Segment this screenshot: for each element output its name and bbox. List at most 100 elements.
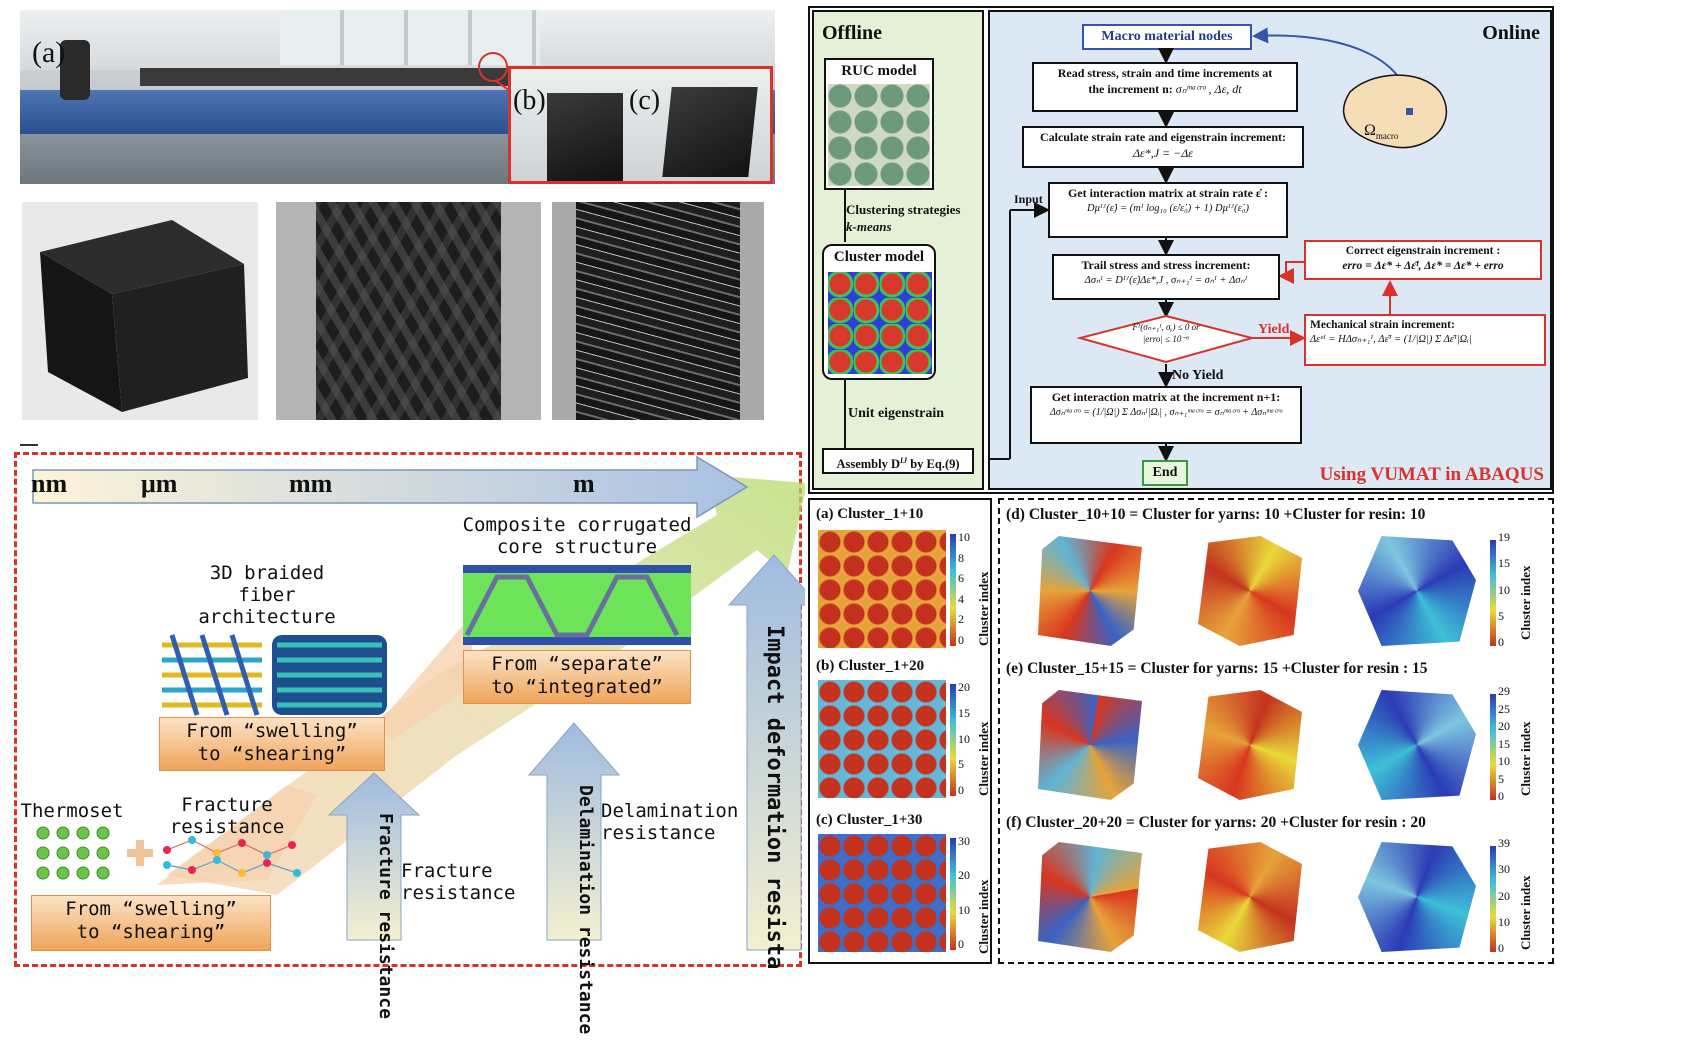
cluster-f-cube-2 bbox=[1198, 842, 1302, 952]
delamination-resistance: Delamination resistance bbox=[601, 800, 739, 844]
cluster-e-cube-2 bbox=[1198, 690, 1302, 800]
input-label: Input bbox=[1014, 192, 1043, 206]
multiscale-panel: nm μm mm m Composite corrugated core str… bbox=[14, 452, 805, 1035]
flowchart-panel: Offline RUC model Clustering strategies … bbox=[808, 6, 1554, 494]
cluster-model-image bbox=[828, 272, 932, 374]
interaction-n1-box: Get interaction matrix at the increment … bbox=[1030, 386, 1302, 444]
kmeans-label: k-means bbox=[846, 219, 892, 234]
scale-unit-mm: mm bbox=[289, 469, 333, 498]
braided-box: From “swelling” to “shearing” bbox=[159, 717, 385, 771]
cluster-b-map bbox=[818, 680, 946, 798]
impact-arrow bbox=[727, 554, 805, 951]
thermoset-box: From “swelling” to “shearing” bbox=[31, 895, 271, 951]
cluster-d-cube-1 bbox=[1038, 536, 1142, 646]
no-yield-label: No Yield bbox=[1172, 368, 1224, 383]
cluster-c-label: (c) Cluster_1+30 bbox=[816, 812, 923, 828]
scale-unit-nm: nm bbox=[31, 469, 68, 498]
offline-title: Offline bbox=[822, 22, 882, 44]
corrugated-core-graphic bbox=[463, 565, 691, 645]
cluster-f-label: (f) Cluster_20+20 = Cluster for yarns: 2… bbox=[1006, 814, 1426, 831]
corrugated-box: From “separate” to “integrated” bbox=[463, 650, 691, 704]
damaged-texture-photo bbox=[552, 202, 764, 420]
assembly-box: Assembly DIJ by Eq.(9) bbox=[822, 448, 974, 474]
clustering-label: Clustering strategies bbox=[846, 202, 961, 217]
braided-title: 3D braided fiber architecture bbox=[198, 562, 336, 628]
cluster-a-axis-label: Cluster index bbox=[976, 571, 991, 646]
read-stress-box: Read stress, strain and time increments … bbox=[1032, 62, 1298, 112]
corrugated-title: Composite corrugated core structure bbox=[462, 514, 692, 558]
ruc-model-label: RUC model bbox=[841, 63, 917, 79]
scale-unit-m: m bbox=[573, 469, 595, 498]
highlight-circle bbox=[478, 52, 508, 82]
cluster-c-map bbox=[818, 834, 946, 952]
cluster-b-colorbar bbox=[950, 684, 956, 796]
vumat-label: Using VUMAT in ABAQUS bbox=[1319, 464, 1544, 485]
cluster-d-label: (d) Cluster_10+10 = Cluster for yarns: 1… bbox=[1006, 506, 1426, 523]
thermoset-label: Thermoset bbox=[20, 800, 124, 822]
cluster-a-label: (a) Cluster_1+10 bbox=[816, 506, 924, 522]
specimen-c bbox=[662, 87, 758, 177]
cluster-f-colorbar bbox=[1490, 846, 1496, 952]
cluster-right-panel: (d) Cluster_10+10 = Cluster for yarns: 1… bbox=[998, 498, 1554, 964]
cluster-e-colorbar bbox=[1490, 694, 1496, 800]
end-box: End bbox=[1142, 460, 1188, 486]
cluster-d-cube-2 bbox=[1198, 536, 1302, 646]
cluster-f-cube-3 bbox=[1358, 842, 1476, 952]
fracture-arrow-text: Fracture resistance bbox=[375, 813, 396, 1019]
delamination-arrow-text: Delamination resistance bbox=[575, 785, 596, 1035]
fracture-resistance-top: Fracture resistance bbox=[169, 794, 285, 838]
yield-diamond bbox=[1076, 314, 1256, 364]
cluster-e-axis-label: Cluster index bbox=[1518, 721, 1533, 796]
cluster-c-axis-label: Cluster index bbox=[976, 879, 991, 954]
delamination-arrow bbox=[527, 722, 621, 941]
cluster-d-colorbar bbox=[1490, 540, 1496, 646]
calc-strain-box: Calculate strain rate and eigenstrain in… bbox=[1022, 126, 1304, 168]
cluster-d-axis-label: Cluster index bbox=[1518, 565, 1533, 640]
offline-panel: Offline RUC model Clustering strategies … bbox=[812, 10, 984, 490]
impact-arrow-text: Impact deformation resista bbox=[762, 625, 787, 970]
cluster-e-cube-1 bbox=[1038, 690, 1142, 800]
cluster-f-axis-label: Cluster index bbox=[1518, 875, 1533, 950]
trail-stress-box: Trail stress and stress increment: Δσₙᴵ … bbox=[1052, 254, 1280, 300]
correct-eigenstrain-box: Correct eigenstrain increment : erro = Δ… bbox=[1304, 240, 1542, 280]
label-a: (a) bbox=[32, 36, 66, 69]
cluster-a-colorbar bbox=[950, 534, 956, 646]
cluster-e-cube-3 bbox=[1358, 690, 1476, 800]
molecule-graphic bbox=[163, 836, 301, 877]
label-b: (b) bbox=[513, 85, 546, 116]
macro-domain-shape bbox=[1343, 74, 1447, 149]
online-panel: Online Macro material nodes Ωmacro bbox=[988, 10, 1552, 490]
yield-condition: Fᴵ(σₙ₊₁ᴵ, σᵧ) ≤ 0 or |erro| ≤ 10⁻⁶ bbox=[1132, 322, 1200, 344]
braided-texture-photo bbox=[276, 202, 541, 420]
dash-mark bbox=[20, 444, 38, 446]
cluster-model-label: Cluster model bbox=[833, 249, 925, 265]
specimen-inset: (b) (c) bbox=[508, 66, 773, 184]
fracture-arrow bbox=[327, 772, 421, 941]
cluster-a-map bbox=[818, 530, 946, 648]
cluster-b-label: (b) Cluster_1+20 bbox=[816, 658, 925, 674]
ruc-model-box: RUC model bbox=[824, 58, 934, 190]
flowchart-arrows bbox=[990, 27, 1447, 462]
cluster-d-cube-3 bbox=[1358, 536, 1476, 646]
omega-label: Ωmacro bbox=[1364, 122, 1399, 142]
cluster-f-cube-1 bbox=[1038, 842, 1142, 952]
online-title: Online bbox=[1482, 22, 1540, 44]
unit-eigenstrain-label: Unit eigenstrain bbox=[848, 406, 945, 421]
plus-icon bbox=[127, 840, 153, 866]
cluster-model-box: Cluster model bbox=[822, 244, 936, 380]
specimen-b bbox=[547, 93, 623, 181]
label-c: (c) bbox=[629, 85, 661, 116]
specimen-cube-photo bbox=[22, 202, 258, 420]
scale-arrow bbox=[32, 455, 749, 519]
test-rig-photo: (a) (b) (c) bbox=[20, 10, 775, 184]
fracture-resistance-bottom: Fracture resistance bbox=[401, 860, 516, 904]
